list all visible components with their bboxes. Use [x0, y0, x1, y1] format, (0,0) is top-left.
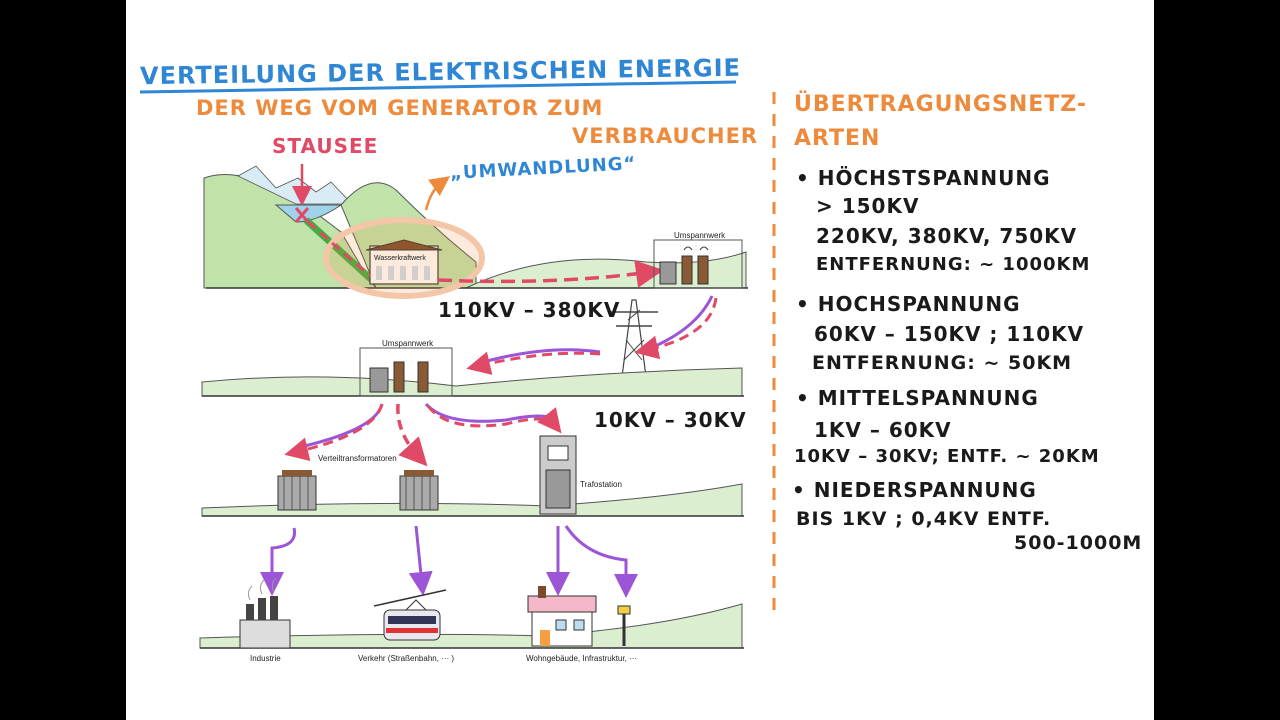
- whiteboard: VERTEILUNG DER ELEKTRISCHEN ENERGIE DER …: [126, 0, 1154, 720]
- label-stausee: STAUSEE: [272, 134, 379, 158]
- note-hochspannung-line-1: 60KV – 150KV ; 110KV: [814, 322, 1085, 346]
- notes-heading-line-1: ÜBERTRAGUNGSNETZ-: [794, 92, 1087, 117]
- panel-consumers: [199, 577, 744, 649]
- note-mittelspannung-title: • MITTELSPANNUNG: [796, 386, 1039, 410]
- title-underline: [139, 80, 737, 94]
- note-niederspannung-line-1: BIS 1KV ; 0,4KV ENTF.: [796, 508, 1052, 530]
- street-lamp: [617, 605, 631, 646]
- flow-to-verkehr: [408, 525, 433, 596]
- voltage-mid-label: 10KV – 30KV: [594, 408, 747, 432]
- energy-distribution-diagram: [139, 80, 776, 649]
- label-trafostation: Trafostation: [580, 480, 622, 489]
- transmission-tower: [610, 299, 658, 393]
- flow-substation-tower-1: [645, 295, 714, 352]
- label-verkehr: Verkehr (Straßenbahn, ··· ): [358, 654, 455, 663]
- note-mittelspannung-line-2: 10KV – 30KV; ENTF. ~ 20KM: [794, 446, 1100, 467]
- note-hochspannung-title: • HOCHSPANNUNG: [796, 292, 1021, 316]
- subtitle-line-2: VERBRAUCHER: [572, 124, 759, 148]
- note-niederspannung-line-2: 500-1000M: [1014, 532, 1143, 554]
- label-wohngebaeude: Wohngebäude, Infrastruktur, ···: [526, 654, 638, 663]
- trafostation-building: [539, 435, 577, 515]
- wohngebaeude-house: [527, 586, 597, 647]
- verteiltransformator-1: [277, 470, 317, 511]
- note-hoechstspannung-line-3: ENTFERNUNG: ~ 1000KM: [816, 254, 1091, 275]
- flow-lake-plant: [307, 220, 371, 278]
- wasserkraftwerk-building: [365, 239, 443, 285]
- umspannwerk-top: [653, 239, 743, 289]
- label-wasserkraftwerk: Wasserkraftwerk: [374, 255, 426, 262]
- panel-distribution: [201, 435, 744, 517]
- tram: [373, 589, 447, 641]
- label-verteiltransformatoren: Verteiltransformatoren: [318, 454, 397, 463]
- note-hoechstspannung-line-1: > 150KV: [816, 194, 920, 218]
- note-hoechstspannung-line-2: 220KV, 380KV, 750KV: [816, 224, 1078, 248]
- label-umspannwerk-mid: Umspannwerk: [382, 339, 434, 348]
- flow-to-industrie: [260, 527, 297, 596]
- lake-x-mark: [294, 207, 310, 223]
- industrie-building: [239, 577, 291, 649]
- panel-transmission: [201, 347, 744, 397]
- note-hochspannung-line-2: ENTFERNUNG: ~ 50KM: [812, 352, 1073, 374]
- flow-to-infrastruktur: [564, 525, 638, 598]
- subtitle-line-1: DER WEG VOM GENERATOR ZUM: [196, 96, 604, 120]
- verteiltransformator-2: [399, 470, 439, 511]
- umspannwerk-mid: [359, 347, 453, 397]
- flow-substation-tower-2: [634, 297, 718, 360]
- label-umspannwerk-top: Umspannwerk: [674, 231, 726, 240]
- voltage-high-label: 110KV – 380KV: [438, 298, 621, 322]
- note-hoechstspannung-title: • HÖCHSTSPANNUNG: [796, 166, 1051, 190]
- mountain-snow: [237, 165, 353, 205]
- umwandlung-highlight: [323, 217, 485, 299]
- flow-to-trafo-2: [396, 403, 428, 467]
- flow-plant-substation: [437, 260, 664, 288]
- note-niederspannung-title: • NIEDERSPANNUNG: [792, 478, 1037, 502]
- label-industrie: Industrie: [250, 654, 281, 663]
- note-mittelspannung-line-1: 1KV – 60KV: [814, 418, 952, 442]
- flow-to-trafo-1: [295, 403, 384, 450]
- panel-hydro: [203, 164, 748, 299]
- notes-heading-line-2: ARTEN: [794, 126, 881, 151]
